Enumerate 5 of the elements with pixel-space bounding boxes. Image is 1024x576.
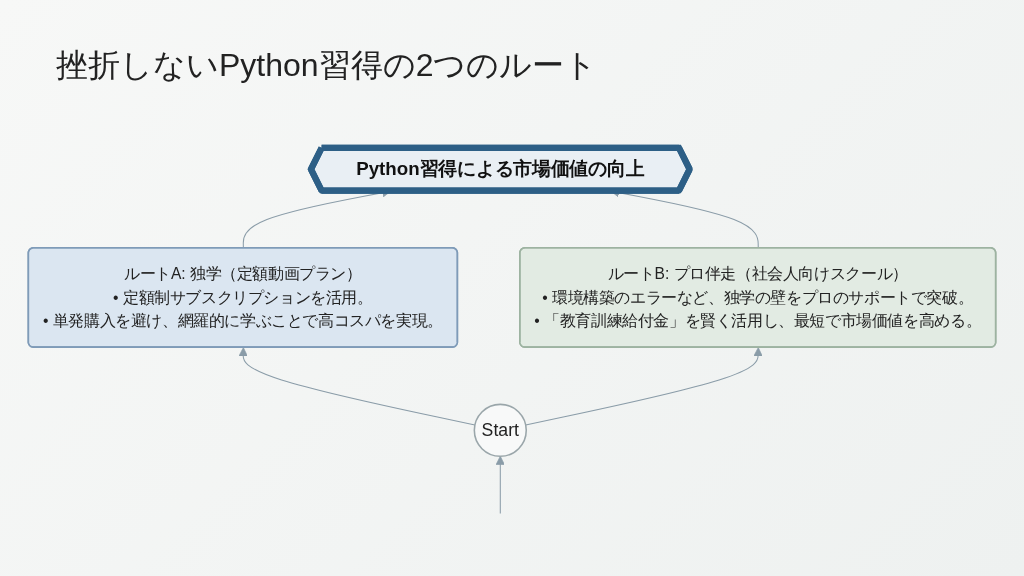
- title: 挫折しないPython習得の2つのルート: [56, 46, 598, 85]
- arrow: [525, 347, 763, 426]
- arrow: [238, 347, 476, 426]
- arrow: [495, 455, 505, 515]
- node-circle: Start: [473, 403, 528, 458]
